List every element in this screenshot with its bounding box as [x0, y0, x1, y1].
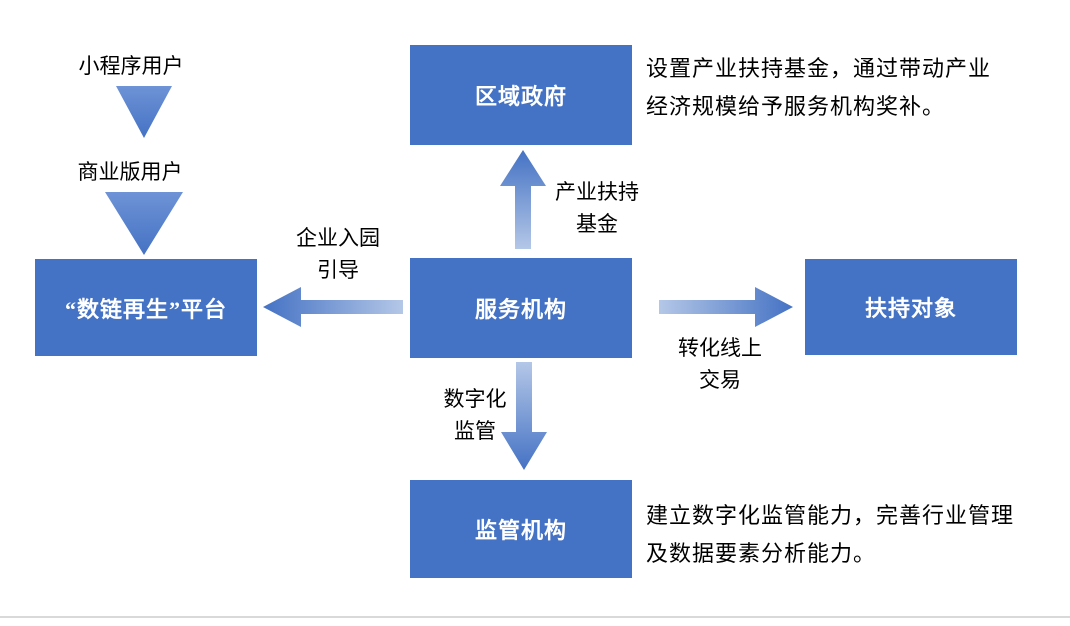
edge-label-online-trade-line1: 转化线上 [678, 336, 762, 360]
edge-label-online-trade-line2: 交易 [699, 368, 741, 392]
node-regulator-label: 监管机构 [474, 518, 567, 543]
up-arrow-icon [500, 150, 546, 249]
edge-label-park-guidance: 企业入园 引导 [288, 222, 388, 286]
down-triangle-icon [105, 192, 183, 255]
node-support-target: 扶持对象 [805, 259, 1017, 355]
edge-label-industry-fund-line2: 基金 [576, 212, 618, 236]
node-regional-government: 区域政府 [410, 45, 632, 145]
node-service-agency-label: 服务机构 [474, 297, 567, 322]
node-platform-label: “数链再生”平台 [64, 296, 227, 322]
edge-label-digital-supervision-line1: 数字化 [443, 387, 507, 411]
node-regulator: 监管机构 [410, 480, 632, 578]
down-arrow-icon [501, 362, 547, 470]
edge-label-digital-supervision-line2: 监管 [454, 419, 496, 443]
label-commercial-users: 商业版用户 [77, 160, 183, 184]
node-support-target-label: 扶持对象 [864, 296, 957, 321]
note-government-line1: 设置产业扶持基金，通过带动产业 [646, 56, 992, 81]
note-regulator: 建立数字化监管能力，完善行业管理 及数据要素分析能力。 [646, 497, 1014, 573]
edge-label-online-trade: 转化线上 交易 [666, 332, 774, 396]
right-arrow-icon [659, 287, 793, 327]
edge-label-industry-fund-line1: 产业扶持 [555, 180, 639, 204]
bottom-divider [0, 616, 1070, 618]
note-government-line2: 经济规模给予服务机构奖补。 [646, 94, 946, 119]
note-government: 设置产业扶持基金，通过带动产业 经济规模给予服务机构奖补。 [646, 50, 991, 126]
edge-label-park-guidance-line2: 引导 [317, 258, 359, 282]
node-platform: “数链再生”平台 [35, 259, 257, 356]
node-service-agency: 服务机构 [410, 258, 632, 358]
edge-label-industry-fund: 产业扶持 基金 [543, 176, 651, 240]
label-mini-program-users: 小程序用户 [78, 54, 184, 78]
note-regulator-line2: 及数据要素分析能力。 [646, 541, 877, 566]
down-triangle-icon [116, 86, 172, 138]
node-regional-government-label: 区域政府 [474, 84, 567, 109]
left-arrow-icon [263, 287, 403, 327]
note-regulator-line1: 建立数字化监管能力，完善行业管理 [646, 503, 1015, 528]
edge-label-digital-supervision: 数字化 监管 [437, 383, 513, 447]
edge-label-park-guidance-line1: 企业入园 [296, 226, 380, 250]
